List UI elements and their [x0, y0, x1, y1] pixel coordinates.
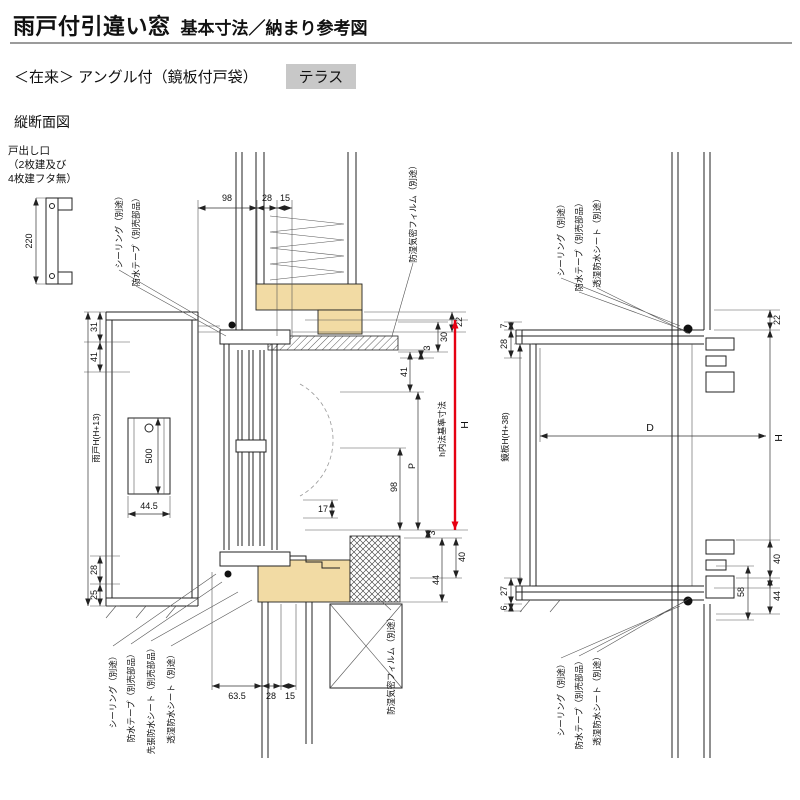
left-structure-lines: [105, 152, 430, 758]
dim-top-98: 98: [222, 193, 232, 203]
left-section: 98 28 15 22 30 3 41 H h内法基準寸法 P 98: [84, 152, 471, 758]
dim-right-3a: 3: [422, 345, 432, 350]
dim-bottom-15: 15: [285, 691, 295, 701]
dim-top-28-right: 28: [499, 339, 509, 349]
outlet-label-2: （2枚建及び: [8, 158, 67, 171]
label-sealing-top-right: シーリング（別途）: [556, 200, 566, 277]
dim-left-28: 28: [89, 565, 99, 575]
label-sealing-bottom: シーリング（別途）: [108, 652, 118, 729]
dim-right-98: 98: [389, 482, 399, 492]
dim-top-28: 28: [262, 193, 272, 203]
dim-right-40: 40: [457, 552, 467, 562]
dim-top-7: 7: [499, 323, 509, 328]
dim-P: P: [407, 463, 417, 469]
wood-header-block-2: [317, 309, 363, 335]
dim-bottom-58: 58: [736, 587, 746, 597]
outlet-label-1: 戸出し口: [8, 144, 50, 157]
dim-H-right: H: [773, 434, 785, 442]
outlet-shape: [45, 197, 73, 285]
crosshatch-block: [349, 535, 401, 603]
dim-17: 17: [318, 504, 328, 514]
outlet-label-3: 4枚建フタ無）: [8, 172, 77, 185]
sealing-dot-bottom: [224, 570, 232, 578]
right-structure-lines: [515, 152, 735, 758]
dim-right-30: 30: [439, 332, 449, 342]
spec-text: ＜在来＞ アングル付（鏡板付戸袋）: [14, 69, 258, 86]
dim-bottom-6: 6: [499, 605, 509, 610]
dim-right-41: 41: [399, 367, 409, 377]
wood-header-block: [255, 283, 363, 311]
page-title: 雨戸付引違い窓: [13, 14, 171, 39]
dim-500: 500: [144, 448, 154, 463]
label-sheet-bottom-right: 透湿防水シート（別途）: [592, 652, 602, 746]
right-dimensions: 7 28 22 H D 鏡板H(H+38) 40 58 44: [499, 309, 785, 621]
dim-D: D: [646, 422, 654, 434]
sealing-dot-top-right: [683, 324, 693, 334]
dim-top-22-right: 22: [772, 315, 782, 325]
dim-left-41: 41: [89, 352, 99, 362]
right-section: 7 28 22 H D 鏡板H(H+38) 40 58 44: [499, 152, 785, 758]
dim-bottom-27: 27: [499, 586, 509, 596]
dim-left-25: 25: [89, 590, 99, 600]
dim-top-15: 15: [280, 193, 290, 203]
dim-H: H: [459, 421, 471, 429]
label-tape-top: 防水テープ（別売部品）: [131, 194, 141, 287]
label-tape-top-right: 防水テープ（別売部品）: [574, 199, 584, 292]
spec-row: ＜在来＞ アングル付（鏡板付戸袋） テラス: [14, 64, 357, 89]
label-kagamiita-H: 鏡板H(H+38): [500, 412, 510, 462]
label-presheet-bottom: 先張防水シート（別売部品）: [146, 644, 156, 755]
dim-outlet-220: 220: [24, 233, 34, 248]
label-sealing-top: シーリング（別途）: [114, 192, 124, 269]
left-dimensions: 98 28 15 22 30 3 41 H h内法基準寸法 P 98: [84, 193, 471, 701]
dim-44-5: 44.5: [140, 501, 158, 511]
dim-bottom-28: 28: [266, 691, 276, 701]
dim-bottom-44: 44: [772, 591, 782, 601]
header-divider: [10, 42, 792, 44]
label-sealing-bottom-right: シーリング（別途）: [556, 660, 566, 737]
outlet-dimension: 220: [24, 197, 46, 285]
label-film-bottom: 防湿気密フィルム（別途）: [386, 613, 396, 715]
dim-left-31: 31: [89, 322, 99, 332]
label-amado-H: 雨戸H(H+13): [91, 413, 101, 463]
terrace-badge: テラス: [285, 64, 357, 89]
page-header: 雨戸付引違い窓 基本寸法／納まり参考図: [13, 9, 368, 41]
dim-bottom-40: 40: [772, 554, 782, 564]
dim-right-44: 44: [431, 575, 441, 585]
door-outlet-detail: 戸出し口 （2枚建及び 4枚建フタ無） 220: [8, 144, 77, 285]
dim-bottom-63-5: 63.5: [228, 691, 246, 701]
dim-right-22: 22: [454, 317, 464, 327]
left-annotations: シーリング（別途） 防水テープ（別売部品） 防湿気密フィルム（別途） シーリング…: [108, 161, 418, 754]
dim-right-3b: 3: [427, 530, 437, 535]
section-title: 縦断面図: [14, 114, 70, 130]
label-tape-bottom-right: 防水テープ（別売部品）: [574, 657, 584, 750]
label-tape-bottom: 防水テープ（別売部品）: [126, 650, 136, 743]
wood-sill-block: [257, 559, 351, 603]
page-subtitle: 基本寸法／納まり参考図: [180, 19, 368, 38]
label-sheet-bottom: 透湿防水シート（別途）: [166, 650, 176, 744]
right-annotations: シーリング（別途） 防水テープ（別売部品） 透湿防水シート（別途） シーリング（…: [556, 194, 691, 750]
label-sheet-top-right: 透湿防水シート（別途）: [592, 194, 602, 288]
sealing-dot-top: [228, 321, 236, 329]
label-film-top: 防湿気密フィルム（別途）: [408, 161, 418, 263]
label-h-standard: h内法基準寸法: [437, 401, 447, 457]
sealing-dot-bottom-right: [683, 596, 693, 606]
